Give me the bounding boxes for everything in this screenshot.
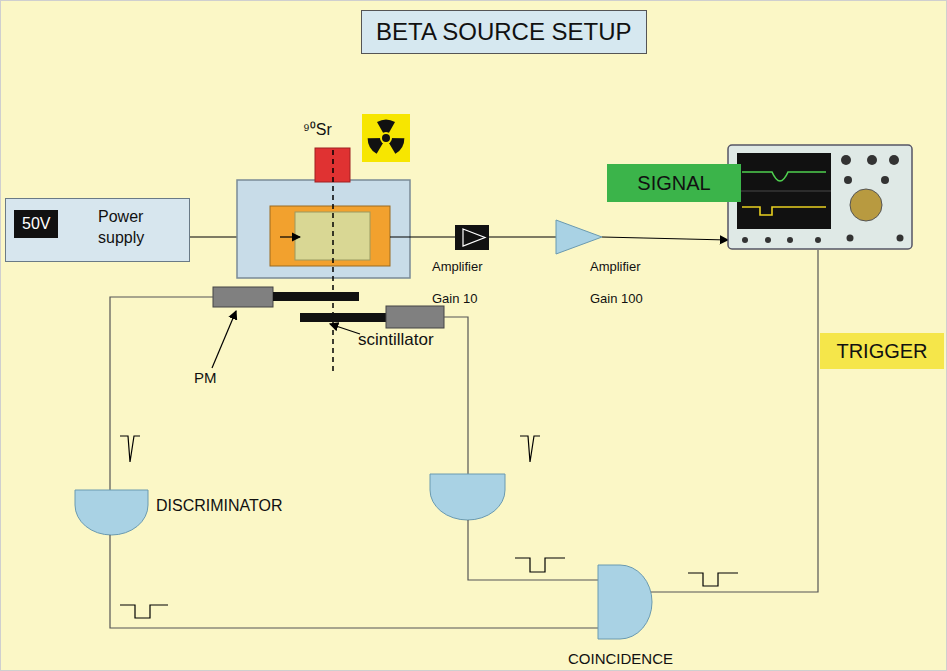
pm-label: PM (194, 369, 217, 386)
title-box: BETA SOURCE SETUP (361, 10, 647, 54)
node-text: TRIGGER (820, 333, 944, 369)
power-supply-box: 50V Power supply (5, 198, 190, 262)
amplifier-label: Amplifier (590, 260, 641, 275)
trigger-label-box: TRIGGER (820, 333, 944, 369)
discriminator-label: DISCRIMINATOR (156, 497, 283, 515)
coincidence-label: COINCIDENCE (568, 650, 673, 667)
node-text: Power supply (98, 207, 178, 249)
gain-label: Gain 100 (590, 292, 643, 307)
node-text: SIGNAL (607, 164, 741, 202)
isotope-label: ⁹⁰Sr (303, 121, 332, 139)
amplifier-label: Amplifier (432, 260, 483, 275)
signal-label-box: SIGNAL (607, 164, 741, 202)
scintillator-label: scintillator (358, 330, 434, 350)
gain-label: Gain 10 (432, 292, 478, 307)
voltage-display: 50V (14, 210, 58, 238)
